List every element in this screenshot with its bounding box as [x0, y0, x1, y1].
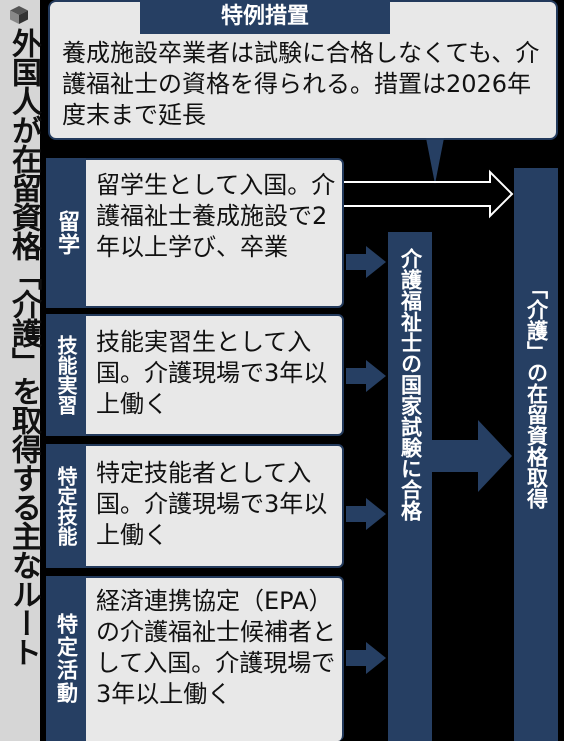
cube-icon [10, 6, 28, 24]
diagram-title: 外国人が在留資格「介護」を取得する主なルート [6, 28, 41, 666]
special-pointer [426, 138, 444, 184]
route-label-specified-skilled: 特定技能 [46, 444, 86, 568]
status-acquired-bar: 「介護」の在留資格取得 [514, 168, 558, 741]
title-column: 外国人が在留資格「介護」を取得する主なルート [0, 0, 41, 741]
special-measure-heading: 特例措置 [140, 0, 390, 34]
route-label-designated-activities: 特定活動 [46, 576, 86, 741]
arrow-exam-to-result [432, 420, 512, 492]
special-measure-text: 養成施設卒業者は試験に合格しなくても、介護福祉士の資格を得られる。措置は2026… [62, 39, 540, 129]
route-text-designated-activities: 経済連携協定（EPA）の介護福祉士候補者として入国。介護現場で3年以上働く [96, 587, 336, 708]
route-text-study: 留学生として入国。介護福祉士養成施設で2年以上学び、卒業 [96, 171, 336, 261]
route-text-technical-intern: 技能実習生として入国。介護現場で3年以上働く [96, 328, 328, 418]
arrow-intern-to-exam [346, 360, 386, 392]
route-label-study: 留学 [46, 158, 86, 308]
route-text-specified-skilled: 特定技能者として入国。介護現場で3年以上働く [96, 459, 328, 549]
arrow-skilled-to-exam [346, 498, 386, 530]
route-label-technical-intern: 技能実習 [46, 314, 86, 436]
exam-pass-bar: 介護福祉士の国家試験に合格 [388, 232, 432, 741]
route-box-technical-intern [46, 314, 344, 436]
arrow-study-to-exam [346, 246, 386, 278]
route-box-specified-skilled [46, 444, 344, 568]
arrow-epa-to-exam [346, 642, 386, 674]
